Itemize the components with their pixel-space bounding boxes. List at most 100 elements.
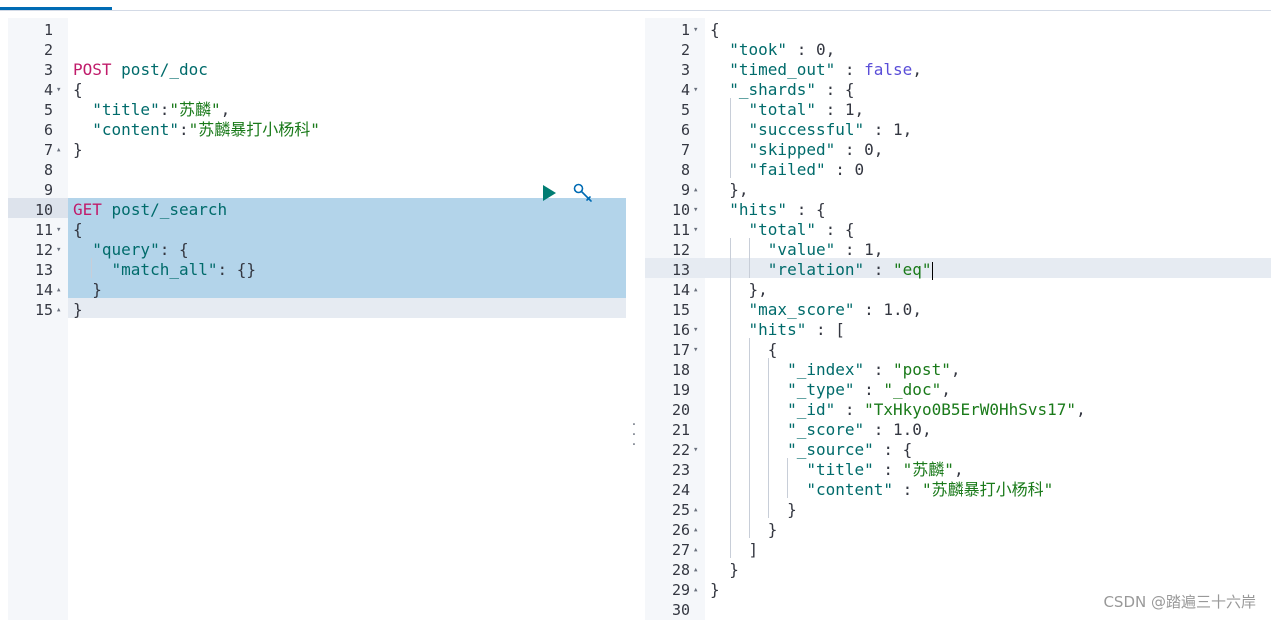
line-number: 5	[43, 101, 53, 119]
code-line[interactable]: {	[710, 20, 1271, 40]
code-line[interactable]: "_source" : {	[710, 440, 1271, 460]
code-token	[102, 200, 112, 219]
fold-close-icon[interactable]: ▴	[693, 285, 699, 295]
fold-open-icon[interactable]: ▾	[56, 225, 62, 235]
line-number: 22	[671, 441, 690, 459]
fold-open-icon[interactable]: ▾	[693, 345, 699, 355]
code-line[interactable]: "_type" : "_doc",	[710, 380, 1271, 400]
code-line[interactable]: "_score" : 1.0,	[710, 420, 1271, 440]
fold-close-icon[interactable]: ▴	[693, 525, 699, 535]
active-line-gutter-highlight	[8, 198, 68, 218]
line-number: 23	[671, 461, 690, 479]
fold-open-icon[interactable]: ▾	[693, 225, 699, 235]
code-line[interactable]: {	[710, 340, 1271, 360]
fold-close-icon[interactable]: ▴	[56, 285, 62, 295]
code-line[interactable]	[73, 160, 626, 180]
code-line[interactable]: "_id" : "TxHkyo0B5ErW0HhSvs17",	[710, 400, 1271, 420]
code-line[interactable]: "query": {	[73, 240, 626, 260]
code-line[interactable]: "_index" : "post",	[710, 360, 1271, 380]
code-line[interactable]: }	[710, 500, 1271, 520]
code-line[interactable]: "hits" : [	[710, 320, 1271, 340]
code-token: :	[864, 360, 894, 379]
code-token: :	[864, 120, 894, 139]
code-line[interactable]: "value" : 1,	[710, 240, 1271, 260]
fold-close-icon[interactable]: ▴	[56, 305, 62, 315]
code-line[interactable]: "title" : "苏麟",	[710, 460, 1271, 480]
wrench-icon[interactable]	[572, 182, 594, 208]
code-token: ,	[953, 460, 964, 479]
code-line[interactable]: "content" : "苏麟暴打小杨科"	[710, 480, 1271, 500]
fold-open-icon[interactable]: ▾	[56, 85, 62, 95]
code-line[interactable]: "total" : 1,	[710, 100, 1271, 120]
code-line[interactable]: },	[710, 280, 1271, 300]
code-token: "relation"	[767, 260, 865, 279]
code-line[interactable]: ]	[710, 540, 1271, 560]
code-line[interactable]: GET post/_search	[73, 200, 626, 220]
code-line[interactable]: "_shards" : {	[710, 80, 1271, 100]
code-token: "post"	[893, 360, 951, 379]
response-viewer[interactable]: { "took" : 0, "timed_out" : false, "_sha…	[645, 18, 1271, 620]
fold-close-icon[interactable]: ▴	[693, 585, 699, 595]
response-viewer-gutter	[645, 18, 705, 620]
line-number: 6	[680, 121, 690, 139]
fold-close-icon[interactable]: ▴	[693, 185, 699, 195]
code-line[interactable]: "relation" : "eq"	[710, 260, 1271, 280]
fold-open-icon[interactable]: ▾	[693, 445, 699, 455]
pane-divider[interactable]	[626, 18, 645, 620]
code-line[interactable]: "skipped" : 0,	[710, 140, 1271, 160]
code-line[interactable]: }	[73, 140, 626, 160]
active-tab-indicator	[0, 7, 112, 10]
fold-close-icon[interactable]: ▴	[693, 565, 699, 575]
code-line[interactable]: }	[710, 580, 1271, 600]
code-line[interactable]: }	[710, 520, 1271, 540]
code-token: "max_score"	[748, 300, 855, 319]
code-line[interactable]: }	[710, 560, 1271, 580]
fold-open-icon[interactable]: ▾	[693, 325, 699, 335]
code-token: "title"	[806, 460, 874, 479]
fold-open-icon[interactable]: ▾	[693, 85, 699, 95]
code-token: "value"	[767, 240, 836, 259]
code-token: POST	[73, 60, 112, 79]
code-line[interactable]: "match_all": {}	[73, 260, 626, 280]
code-token: }	[710, 560, 739, 579]
code-line[interactable]	[73, 20, 626, 40]
code-token: post/_search	[111, 200, 228, 219]
line-number: 14	[34, 281, 53, 299]
code-token: "failed"	[748, 160, 826, 179]
line-number: 21	[671, 421, 690, 439]
code-line[interactable]: }	[73, 300, 626, 320]
code-line[interactable]: "content":"苏麟暴打小杨科"	[73, 120, 626, 140]
code-line[interactable]: "title":"苏麟",	[73, 100, 626, 120]
line-number: 13	[671, 261, 690, 279]
code-line[interactable]: }	[73, 280, 626, 300]
code-token: "match_all"	[111, 260, 218, 279]
code-token: :	[835, 140, 865, 159]
request-editor[interactable]: POST post/_doc{ "title":"苏麟", "content":…	[8, 18, 626, 620]
fold-close-icon[interactable]: ▴	[693, 505, 699, 515]
drag-handle-icon[interactable]: ···	[631, 417, 637, 453]
fold-close-icon[interactable]: ▴	[56, 145, 62, 155]
code-line[interactable]: "successful" : 1,	[710, 120, 1271, 140]
code-token: "_id"	[787, 400, 836, 419]
fold-close-icon[interactable]: ▴	[693, 545, 699, 555]
fold-open-icon[interactable]: ▾	[56, 245, 62, 255]
code-line[interactable]: "hits" : {	[710, 200, 1271, 220]
code-token: "skipped"	[748, 140, 836, 159]
code-line[interactable]: "failed" : 0	[710, 160, 1271, 180]
play-icon[interactable]	[540, 184, 558, 206]
code-line[interactable]: {	[73, 220, 626, 240]
code-line[interactable]: "timed_out" : false,	[710, 60, 1271, 80]
line-number: 24	[671, 481, 690, 499]
fold-open-icon[interactable]: ▾	[693, 25, 699, 35]
code-line[interactable]: POST post/_doc	[73, 60, 626, 80]
code-line[interactable]: "max_score" : 1.0,	[710, 300, 1271, 320]
fold-open-icon[interactable]: ▾	[693, 205, 699, 215]
code-token: {	[710, 20, 720, 39]
code-line[interactable]	[73, 40, 626, 60]
line-number: 4	[680, 81, 690, 99]
code-token: "hits"	[729, 200, 788, 219]
code-line[interactable]: "took" : 0,	[710, 40, 1271, 60]
code-line[interactable]: },	[710, 180, 1271, 200]
code-line[interactable]: {	[73, 80, 626, 100]
code-line[interactable]: "total" : {	[710, 220, 1271, 240]
